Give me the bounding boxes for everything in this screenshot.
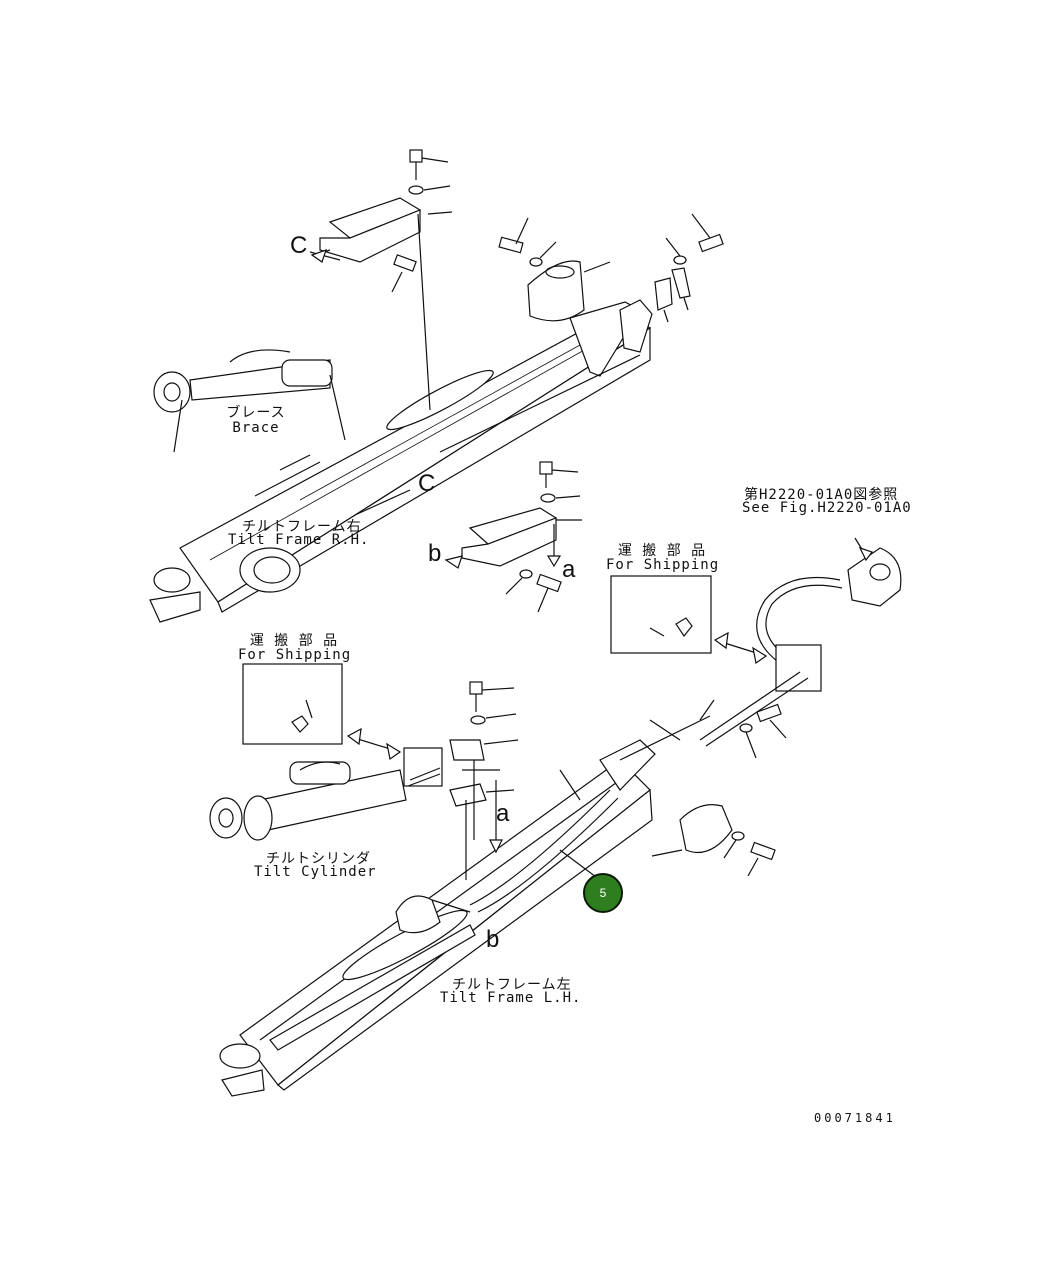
shipping-right-label-jp: 運 搬 部 品	[617, 543, 707, 559]
view-a-lower-label: a	[496, 800, 510, 827]
see-fig-label-jp: 第H2220-01A0図参照	[744, 487, 899, 503]
brace-label-en: Brace	[232, 420, 280, 436]
callout-5[interactable]: 5	[583, 873, 623, 913]
bolts-lower	[449, 681, 787, 881]
see-fig-label-en: See Fig.H2220-01A0	[742, 500, 912, 516]
shipping-box-right	[610, 575, 768, 665]
view-b-upper-label: b	[428, 540, 442, 567]
brace-label-jp: ブレース	[226, 405, 286, 421]
bracket-plate-upper	[527, 260, 691, 323]
step-plate-middle	[444, 461, 582, 613]
brace	[153, 349, 346, 453]
hose-assembly	[699, 537, 902, 747]
tilt-cylinder-label-en: Tilt Cylinder	[254, 864, 377, 880]
shipping-box-left	[242, 663, 443, 787]
tilt-cylinder	[209, 761, 441, 841]
drawing-number: 00071841	[814, 1111, 896, 1125]
shipping-left-label-en: For Shipping	[238, 647, 352, 663]
bolts-upper	[391, 149, 724, 293]
tilt-frame-rh	[149, 299, 653, 623]
tilt-cylinder-label-jp: チルトシリンダ	[266, 851, 371, 867]
shipping-left-label-jp: 運 搬 部 品	[249, 633, 339, 649]
view-b-lower-label: b	[486, 926, 500, 953]
tilt-frame-lh-label-en: Tilt Frame L.H.	[440, 990, 582, 1006]
view-c-lower-label: C	[418, 470, 436, 497]
tilt-frame-lh	[219, 715, 711, 1097]
tilt-frame-rh-label-jp: チルトフレーム右	[242, 519, 362, 535]
tilt-frame-rh-label-en: Tilt Frame R.H.	[228, 532, 370, 548]
tilt-frame-lh-label-jp: チルトフレーム左	[452, 977, 572, 993]
view-a-upper-label: a	[562, 556, 576, 583]
shipping-right-label-en: For Shipping	[606, 557, 720, 573]
callout-number: 5	[599, 886, 607, 900]
view-c-upper-label: C	[290, 232, 308, 259]
